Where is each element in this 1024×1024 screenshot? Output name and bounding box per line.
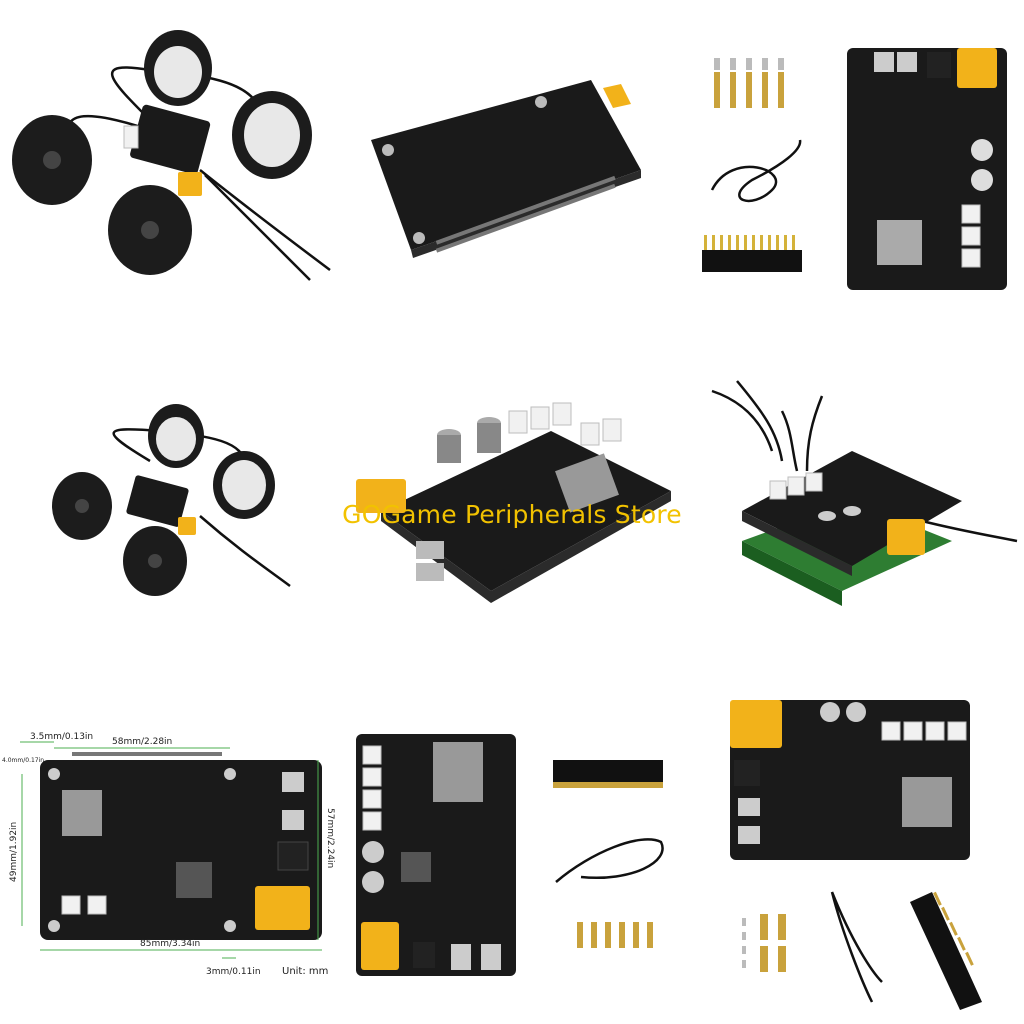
- board-front-with-accessories-photo: [341, 682, 682, 1023]
- driver-board-angled-photo: [341, 341, 682, 682]
- pcb-underside-photo: [341, 0, 682, 341]
- robot-chassis-wheels-photo-small: [0, 341, 341, 682]
- board-on-raspberry-pi-photo: [682, 341, 1023, 682]
- robot-chassis-wheels-photo: [0, 0, 341, 341]
- board-dimensions-diagram: 3.5mm/0.13in 58mm/2.28in 4.0mm/0.17in 49…: [0, 682, 341, 1023]
- board-rotated-with-accessories-photo: [682, 682, 1023, 1023]
- package-contents-photo: [682, 0, 1023, 341]
